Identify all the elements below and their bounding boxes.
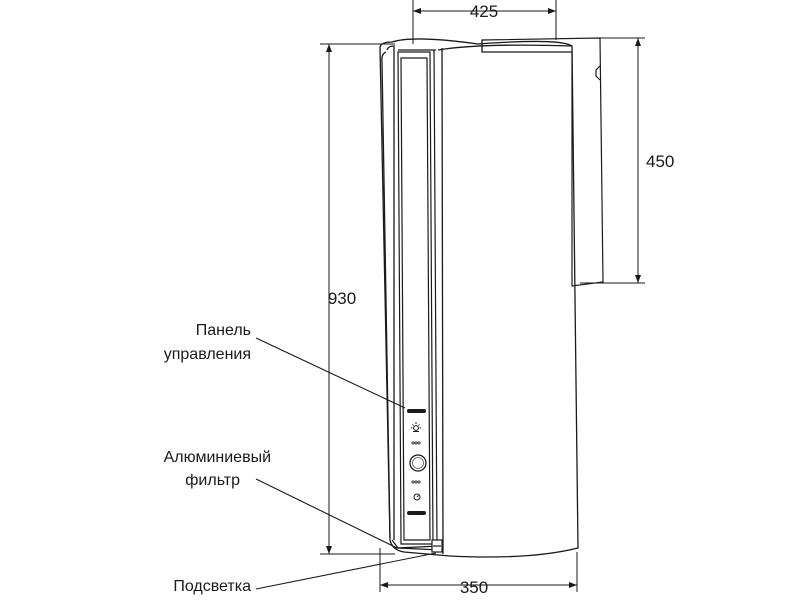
- callout-control-panel-line2: управления: [164, 346, 251, 363]
- hood-body: [379, 38, 579, 558]
- callout-aluminum-filter: Алюминиевый фильтр: [164, 449, 271, 489]
- bottom-filter-edge: [391, 539, 443, 553]
- dimension-930-label: 930: [328, 289, 356, 308]
- dimension-425: 425: [412, 0, 557, 44]
- speed-dots-icon: [411, 441, 421, 445]
- speed-dots-icon: [411, 480, 421, 484]
- bar-icon: [407, 409, 426, 413]
- leader-lines: [255, 337, 437, 590]
- callout-control-panel-line1: Панель: [196, 322, 251, 339]
- dimension-450: 450: [580, 37, 674, 284]
- dimension-425-label: 425: [470, 2, 498, 21]
- wall-mount-bracket: [481, 37, 604, 287]
- control-strip: [397, 49, 438, 549]
- dimension-450-label: 450: [646, 152, 674, 171]
- light-icon: [411, 422, 421, 432]
- callout-control-panel: Панель управления: [164, 322, 251, 363]
- callout-backlight: Подсветка: [173, 578, 251, 595]
- callout-backlight-line1: Подсветка: [173, 578, 251, 595]
- dimension-350-label: 350: [460, 578, 488, 597]
- timer-icon: [413, 493, 421, 501]
- callout-aluminum-filter-line2: фильтр: [185, 472, 240, 489]
- dimension-930: 930: [320, 43, 395, 555]
- dimension-350: 350: [379, 548, 578, 597]
- bar-icon: [407, 511, 426, 515]
- callout-aluminum-filter-line1: Алюминиевый: [164, 449, 271, 466]
- control-panel: [407, 409, 427, 515]
- power-button-icon[interactable]: [409, 454, 427, 472]
